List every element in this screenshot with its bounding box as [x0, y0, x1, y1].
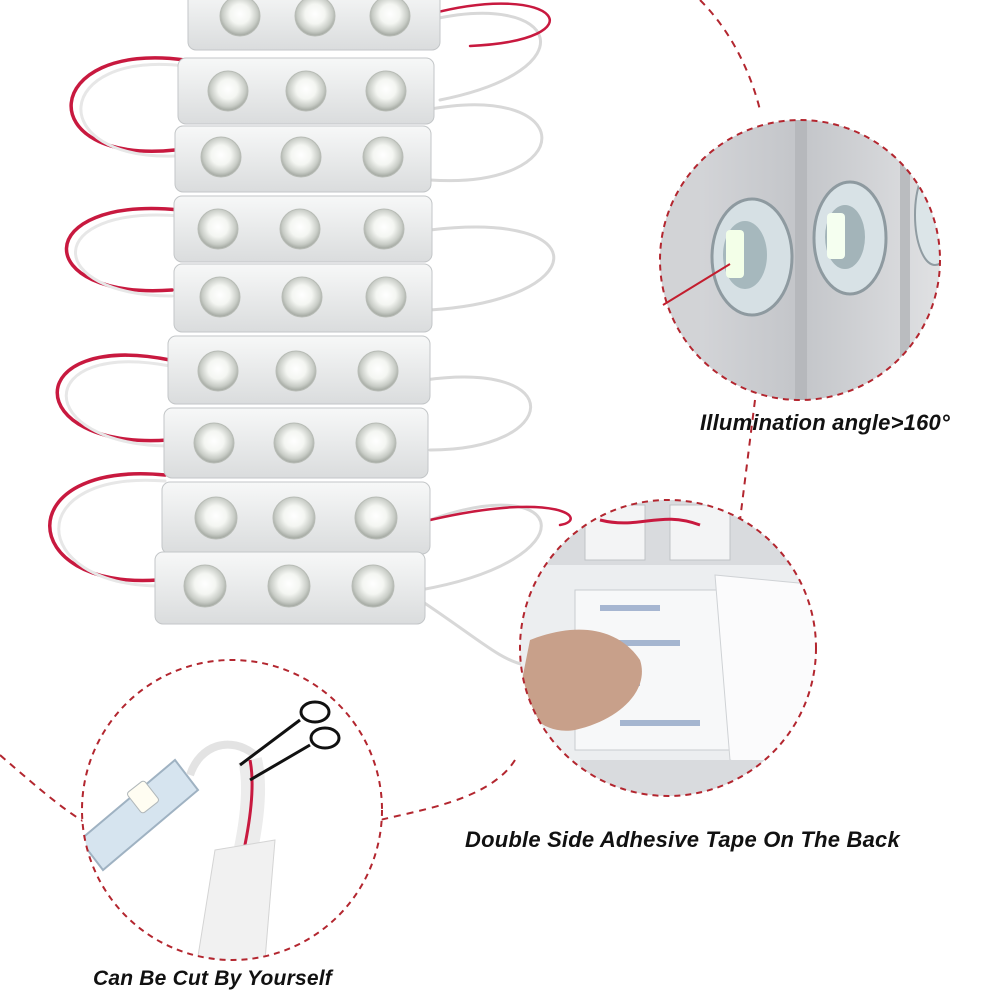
callout-line-mid-2 [379, 759, 516, 821]
illumination-angle-caption: Illumination angle>160° [700, 410, 950, 435]
led-module [177, 57, 435, 125]
led-module [174, 125, 432, 193]
led-module [173, 195, 433, 263]
led-module [163, 407, 429, 479]
adhesive-tape-closeup-circle [519, 499, 817, 797]
led-module [187, 0, 441, 51]
led-module [154, 551, 426, 625]
led-module [173, 263, 433, 333]
scissors-icon [239, 700, 341, 782]
led-closeup-circle [659, 119, 941, 401]
led-module [167, 335, 431, 405]
callout-line-top [699, 0, 761, 111]
cut-closeup-circle [81, 659, 383, 961]
led-module [161, 481, 431, 555]
callout-line-bottom [0, 754, 91, 826]
adhesive-tape-caption: Double Side Adhesive Tape On The Back [465, 827, 900, 852]
cut-yourself-caption: Can Be Cut By Yourself [93, 967, 332, 990]
